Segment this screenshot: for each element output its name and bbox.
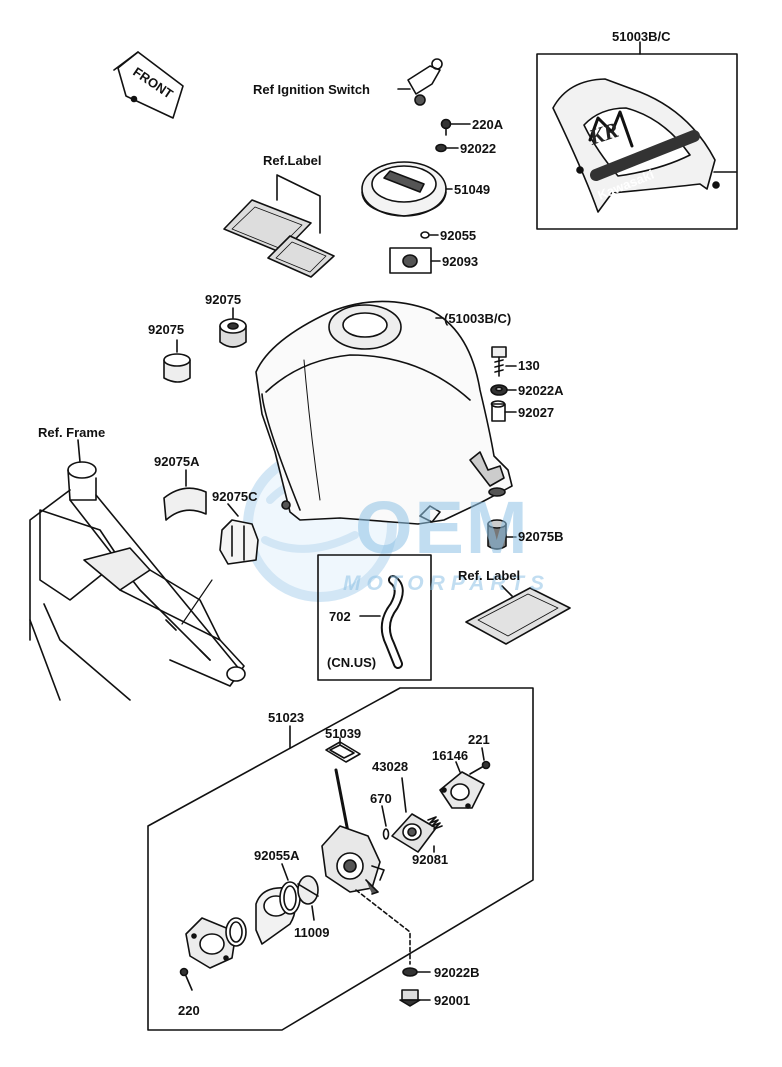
part-label-43028: 43028	[372, 759, 409, 774]
part-label-92022a: 92022A	[518, 383, 564, 398]
part-label-92055a: 92055A	[254, 848, 300, 863]
plate-43028-icon	[391, 777, 437, 853]
oring-11009-icon	[279, 881, 301, 915]
part-label-92093: 92093	[442, 254, 479, 269]
part-label-92075c: 92075C	[212, 489, 258, 504]
pad-92075a-icon	[163, 469, 207, 521]
part-label-92075-right: 92075	[205, 292, 242, 307]
washer-92022a-icon	[490, 384, 517, 396]
part-label-16146: 16146	[432, 748, 469, 763]
decal-box	[536, 41, 738, 230]
part-label-51023: 51023	[268, 710, 305, 725]
part-label-702: 702	[329, 609, 351, 624]
ring-92055-icon	[420, 231, 439, 239]
collar-92027-icon	[490, 400, 517, 422]
part-label-92001: 92001	[434, 993, 471, 1008]
part-label-221: 221	[468, 732, 490, 747]
seal-92093-icon	[389, 247, 441, 274]
ref-label-top: Ref.Label	[263, 153, 322, 168]
washer-92022-icon	[435, 143, 459, 153]
hose-box	[317, 554, 432, 681]
cn-us-label: (CN.US)	[327, 655, 377, 670]
tank-note-label: (51003B/C)	[444, 311, 512, 326]
part-label-92055: 92055	[440, 228, 477, 243]
part-label-220: 220	[178, 1003, 200, 1018]
frame-icon	[29, 439, 246, 701]
ignition-switch-icon	[397, 58, 443, 106]
bolt-220a-icon	[440, 118, 471, 136]
part-label-51039: 51039	[325, 726, 362, 741]
part-label-670: 670	[370, 791, 392, 806]
part-label-92081: 92081	[412, 852, 449, 867]
part-label-130: 130	[518, 358, 540, 373]
part-label-92022b: 92022B	[434, 965, 480, 980]
part-label-92075a: 92075A	[154, 454, 200, 469]
screw-221-icon	[469, 747, 491, 775]
ref-label-mid-icon	[465, 585, 571, 645]
part-label-11009: 11009	[294, 925, 330, 940]
ref-label-top-icon	[223, 174, 335, 278]
part-label-220a: 220A	[472, 117, 504, 132]
washer-92022b-icon	[355, 889, 431, 977]
damper-92075c-icon	[219, 503, 259, 565]
ref-ignition-switch-label: Ref Ignition Switch	[253, 82, 370, 97]
ring-icon	[225, 917, 247, 947]
part-label-92022: 92022	[460, 141, 497, 156]
part-label-51049: 51049	[454, 182, 491, 197]
bushing-92075-left-icon	[163, 339, 191, 383]
oring-670-icon	[381, 805, 390, 840]
bolt-130-icon	[491, 346, 517, 377]
front-arrow-icon	[113, 51, 184, 119]
fuel-cock-box	[147, 687, 534, 1031]
screw-220-icon	[179, 967, 193, 991]
fuel-tank-icon	[255, 300, 513, 525]
watermark-sub: MOTORPARTS	[343, 572, 551, 595]
ref-frame-label: Ref. Frame	[38, 425, 106, 440]
fuel-cock-icon	[321, 768, 385, 895]
bolt-92001-icon	[399, 989, 431, 1007]
part-label-92075b: 92075B	[518, 529, 564, 544]
ref-label-mid: Ref. Label	[458, 568, 521, 583]
fuel-cap-icon	[361, 161, 453, 217]
grommet-92075b-icon	[487, 519, 517, 550]
part-label-92075-left: 92075	[148, 322, 185, 337]
part-label-51003bc: 51003B/C	[612, 29, 671, 44]
disc-icon	[297, 875, 319, 921]
bushing-92075-right-icon	[219, 307, 247, 348]
watermark-brand: OEM	[355, 486, 530, 569]
spring-92081-icon	[427, 816, 443, 853]
flange-icon	[185, 917, 237, 969]
part-label-92027: 92027	[518, 405, 555, 420]
cover-16146-icon	[439, 761, 485, 809]
gasket-51039-icon	[325, 737, 361, 763]
